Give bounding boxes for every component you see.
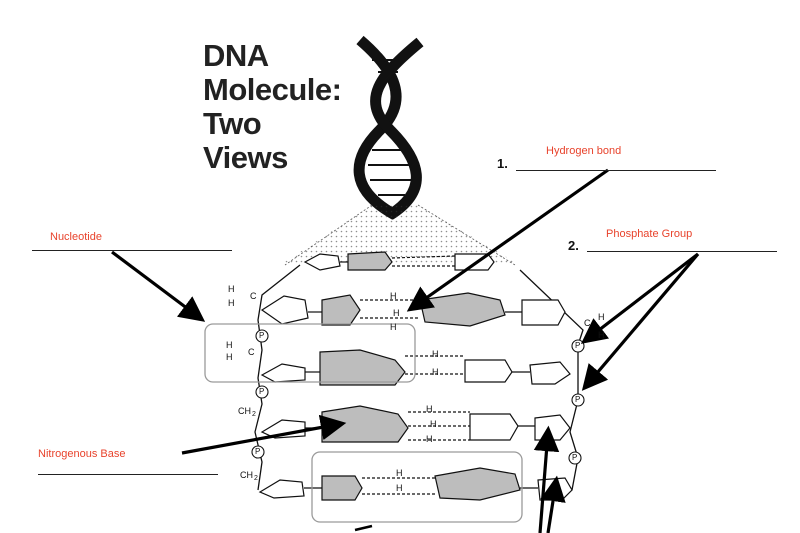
answer-phosphate-group: Phosphate Group xyxy=(606,228,693,240)
atom-h: H xyxy=(228,298,235,308)
atom-p: P xyxy=(575,395,581,404)
atom-h: H xyxy=(432,367,439,377)
atom-h: H xyxy=(226,340,233,350)
label-number-2: 2. xyxy=(568,238,579,253)
atom-sub: 2 xyxy=(252,411,256,418)
atom-h: H xyxy=(426,434,433,444)
base-pair-highlight-box xyxy=(311,451,523,523)
answer-blank-nitrogenous-base[interactable] xyxy=(38,474,218,475)
title-line-3: Two xyxy=(203,106,262,141)
double-helix xyxy=(280,35,520,266)
atom-c: C xyxy=(248,347,255,357)
atom-h: H xyxy=(390,291,397,301)
title-line-2: Molecule: xyxy=(203,72,342,107)
atom-h: H xyxy=(396,483,403,493)
title-line-4: Views xyxy=(203,140,288,175)
atom-h: H xyxy=(393,308,400,318)
atom-p: P xyxy=(255,447,261,456)
answer-hydrogen-bond: Hydrogen bond xyxy=(546,145,622,157)
atom-p: P xyxy=(575,341,581,350)
atom-p: P xyxy=(259,331,265,340)
answer-blank-1[interactable] xyxy=(516,170,716,171)
atom-c: C xyxy=(250,291,257,301)
base-pair-row xyxy=(260,405,571,443)
answer-blank-nucleotide[interactable] xyxy=(32,250,232,251)
atom-h: H xyxy=(228,284,235,294)
phosphate-circles xyxy=(251,329,585,465)
base-pair-row xyxy=(260,349,571,386)
atom-sub: 2 xyxy=(254,475,258,482)
atom-h: H xyxy=(390,322,397,332)
atom-h: H xyxy=(426,404,433,414)
atom-h: H xyxy=(432,349,439,359)
atom-h: H xyxy=(396,468,403,478)
answer-nitrogenous-base: Nitrogenous Base xyxy=(38,448,126,460)
atom-h: H xyxy=(226,352,233,362)
atom-h: H xyxy=(598,330,605,340)
title-line-1: DNA xyxy=(203,38,269,73)
label-arrows xyxy=(111,168,700,533)
base-pair-row xyxy=(260,292,566,327)
atom-h: H xyxy=(430,419,437,429)
atom-ch: CH xyxy=(240,470,253,480)
base-pair-row xyxy=(258,467,573,501)
atom-c: C xyxy=(584,318,591,328)
atom-p: P xyxy=(259,387,265,396)
atom-h: H xyxy=(598,312,605,322)
atom-p: P xyxy=(572,453,578,462)
label-number-1: 1. xyxy=(497,156,508,171)
base-pair-row xyxy=(303,251,495,271)
answer-blank-2[interactable] xyxy=(587,251,777,252)
atom-ch: CH xyxy=(238,406,251,416)
nucleotide-highlight-box xyxy=(204,323,416,383)
answer-nucleotide: Nucleotide xyxy=(50,231,102,243)
